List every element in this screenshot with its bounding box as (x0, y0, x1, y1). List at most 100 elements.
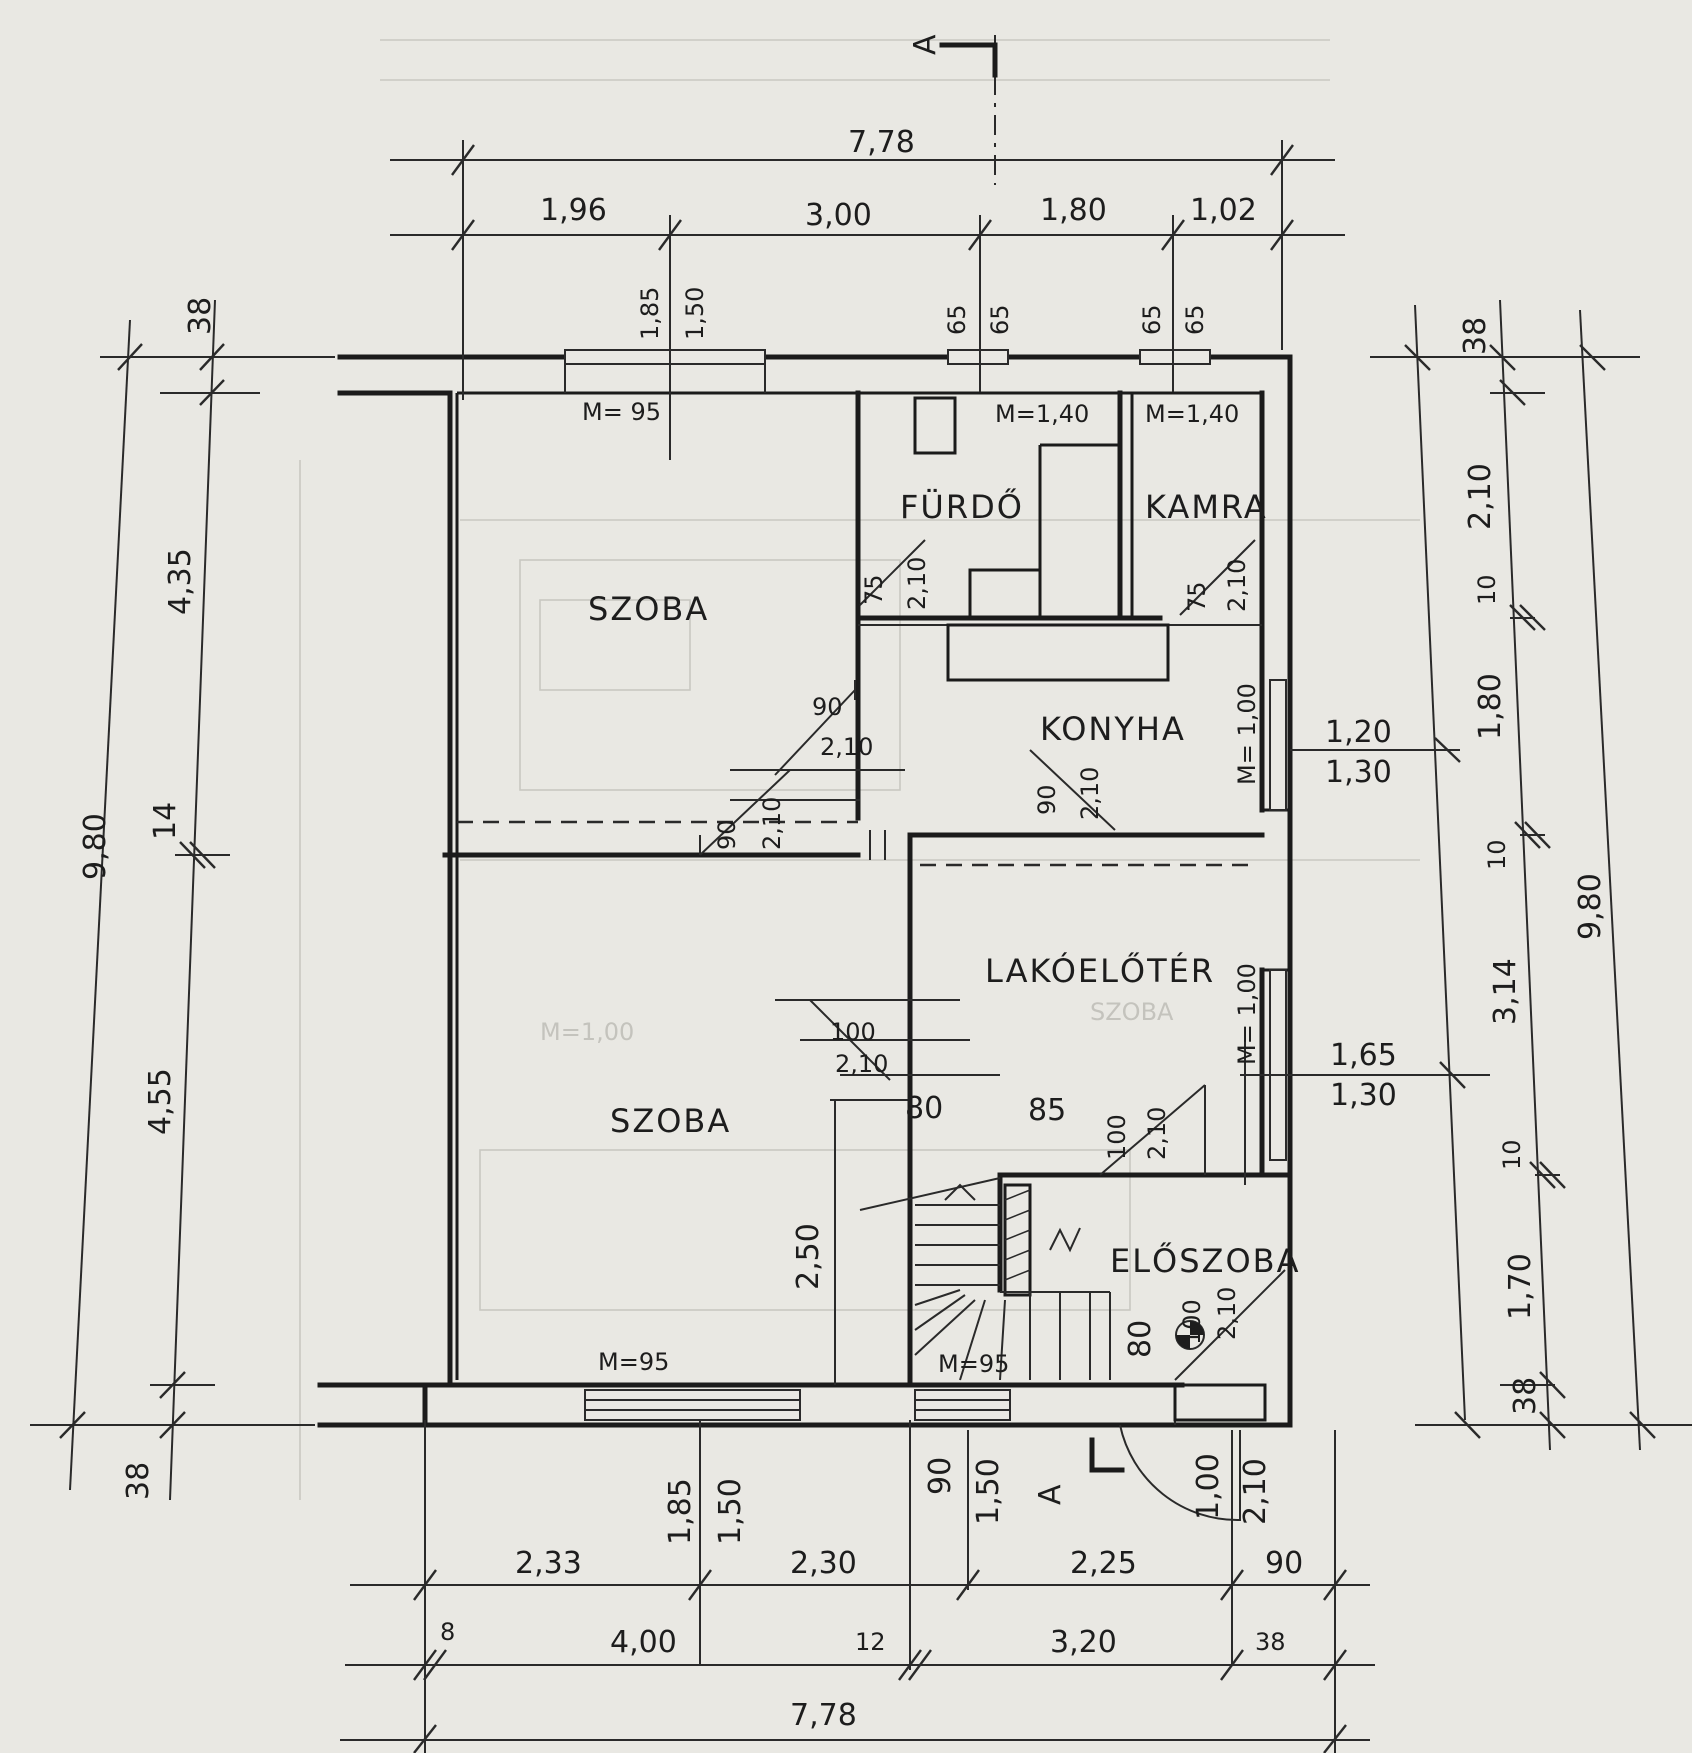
dim-right-win2-sill: M= 1,00 (1233, 963, 1261, 1065)
dim-bottom-win2-upper: 90 (923, 1457, 958, 1495)
stair-height: 2,50 (791, 1223, 826, 1290)
dim-left-overall: 9,80 (78, 813, 113, 880)
dim-top-win1-lower: 1,50 (681, 287, 709, 340)
dim-top-win3-lower: 65 (1181, 304, 1209, 335)
svg-text:SZOBA: SZOBA (1090, 998, 1174, 1026)
room-label-konyha: KONYHA (1040, 710, 1186, 748)
door-konyha-h: 2,10 (1076, 767, 1104, 820)
dim-bottom-win3-upper: 1,00 (1191, 1453, 1226, 1520)
dim-left-wall-top: 38 (183, 297, 218, 335)
window-lakoeloter (1269, 969, 1287, 1161)
door-furdo-w: 75 (860, 574, 888, 605)
room-label-szoba-top: SZOBA (588, 590, 709, 628)
dim-top-win1-upper: 1,85 (636, 287, 664, 340)
dim-right-seg-1: 2,10 (1463, 463, 1498, 530)
dim-bottom-upper-seg-2: 2,30 (790, 1546, 857, 1581)
dimension-ticks (59, 144, 1656, 1753)
dim-right-seg-7: 1,70 (1503, 1253, 1538, 1320)
dim-bottom-upper-seg-4: 90 (1265, 1546, 1303, 1581)
door-szoba-top-2-w: 90 (713, 819, 741, 850)
dim-right-win1-upper: 1,20 (1325, 715, 1392, 750)
door-swings (699, 539, 1286, 1381)
dim-top-seg-3: 1,80 (1040, 193, 1107, 228)
dim-right-seg-0: 38 (1458, 317, 1493, 355)
dim-right-win1-lower: 1,30 (1325, 755, 1392, 790)
dim-right-seg-4: 10 (1483, 839, 1511, 870)
dim-top-win3-upper: 65 (1138, 304, 1166, 335)
corridor-80: 80 (905, 1091, 943, 1126)
dim-top-overall: 7,78 (848, 125, 915, 160)
dim-left-partition: 14 (148, 802, 183, 840)
dim-bottom-lower-seg-4: 3,20 (1050, 1625, 1117, 1660)
room-label-lakoeloter: LAKÓELŐTÉR (985, 951, 1215, 990)
window-szoba-top (564, 349, 766, 365)
dim-top-seg-4: 1,02 (1190, 193, 1257, 228)
door-eloszoba-w: 100 (1103, 1114, 1131, 1160)
dim-top-win2-upper: 65 (943, 304, 971, 335)
door-furdo-h: 2,10 (903, 557, 931, 610)
room-label-szoba-bottom: SZOBA (610, 1102, 731, 1140)
sill-szoba-top: M= 95 (582, 398, 661, 426)
room-label-furdo: FÜRDŐ (900, 487, 1024, 526)
door-entry-w: 100 (1178, 1299, 1206, 1345)
windows (564, 349, 1287, 1421)
dim-right-overall: 9,80 (1573, 873, 1608, 940)
dim-left-bottom-room: 4,55 (143, 1068, 178, 1135)
dim-right-seg-5: 3,14 (1488, 958, 1523, 1025)
dim-right-seg-8: 38 (1508, 1377, 1543, 1415)
dim-top-win2-lower: 65 (986, 304, 1014, 335)
dim-right-win1-sill: M= 1,00 (1233, 683, 1261, 785)
door-kamra-w: 75 (1183, 581, 1211, 612)
door-szoba-top-2-h: 2,10 (758, 797, 786, 850)
dim-bottom-lower-seg-2: 4,00 (610, 1625, 677, 1660)
dim-right-seg-6: 10 (1498, 1139, 1526, 1170)
window-kamra (1139, 349, 1211, 365)
section-marker-top: A (908, 34, 943, 55)
dim-bottom-lower-seg-5: 38 (1255, 1628, 1286, 1656)
paper-show-through: SZOBA M=1,00 (299, 39, 1420, 1500)
door-eloszoba-h: 2,10 (1143, 1107, 1171, 1160)
dim-bottom-overall: 7,78 (790, 1698, 857, 1733)
door-entry-h: 2,10 (1213, 1287, 1241, 1340)
section-marker-bottom: A (1033, 1484, 1068, 1505)
dim-bottom-lower-seg-3: 12 (855, 1628, 886, 1656)
dim-bottom-win3-lower: 2,10 (1238, 1458, 1273, 1525)
dim-right-win2-lower: 1,30 (1330, 1078, 1397, 1113)
sill-furdo: M=1,40 (995, 400, 1089, 428)
dim-left-wall-bottom: 38 (121, 1462, 156, 1500)
dim-bottom-win2-lower: 1,50 (971, 1458, 1006, 1525)
dim-bottom-win1-lower: 1,50 (713, 1478, 748, 1545)
window-furdo (947, 349, 1009, 365)
dim-right-win2-upper: 1,65 (1330, 1038, 1397, 1073)
window-eloszoba (914, 1389, 1011, 1421)
door-kamra-h: 2,10 (1223, 559, 1251, 612)
svg-text:M=1,00: M=1,00 (540, 1018, 634, 1046)
door-szoba-top-1-h: 2,10 (820, 733, 873, 761)
door-szoba-bottom-w: 100 (830, 1018, 876, 1046)
dim-bottom-win1-upper: 1,85 (663, 1478, 698, 1545)
room-label-eloszoba: ELŐSZOBA (1110, 1241, 1301, 1280)
dimension-lines (30, 35, 1692, 1753)
dim-top-seg-1: 1,96 (540, 193, 607, 228)
dim-top-seg-2: 3,00 (805, 198, 872, 233)
window-konyha (1269, 679, 1287, 811)
door-szoba-top-1-w: 90 (812, 693, 843, 721)
room-label-kamra: KAMRA (1145, 488, 1268, 526)
outer-walls (317, 354, 1293, 1428)
window-szoba-bottom (584, 1389, 801, 1421)
dim-right-seg-2: 10 (1473, 574, 1501, 605)
dim-right-seg-3: 1,80 (1473, 673, 1508, 740)
sill-eloszoba: M=95 (938, 1350, 1009, 1378)
door-konyha-w: 90 (1033, 784, 1061, 815)
door-szoba-bottom-h: 2,10 (835, 1050, 888, 1078)
dim-bottom-lower-seg-1: 8 (440, 1618, 455, 1646)
dim-left-top-room: 4,35 (163, 548, 198, 615)
entry-80: 80 (1123, 1320, 1158, 1358)
dim-bottom-upper-seg-3: 2,25 (1070, 1546, 1137, 1581)
dim-bottom-upper-seg-1: 2,33 (515, 1546, 582, 1581)
interior-walls (442, 390, 1293, 1383)
sill-szoba-bottom: M=95 (598, 1348, 669, 1376)
staircase (859, 1177, 1267, 1522)
corridor-85: 85 (1028, 1093, 1066, 1128)
